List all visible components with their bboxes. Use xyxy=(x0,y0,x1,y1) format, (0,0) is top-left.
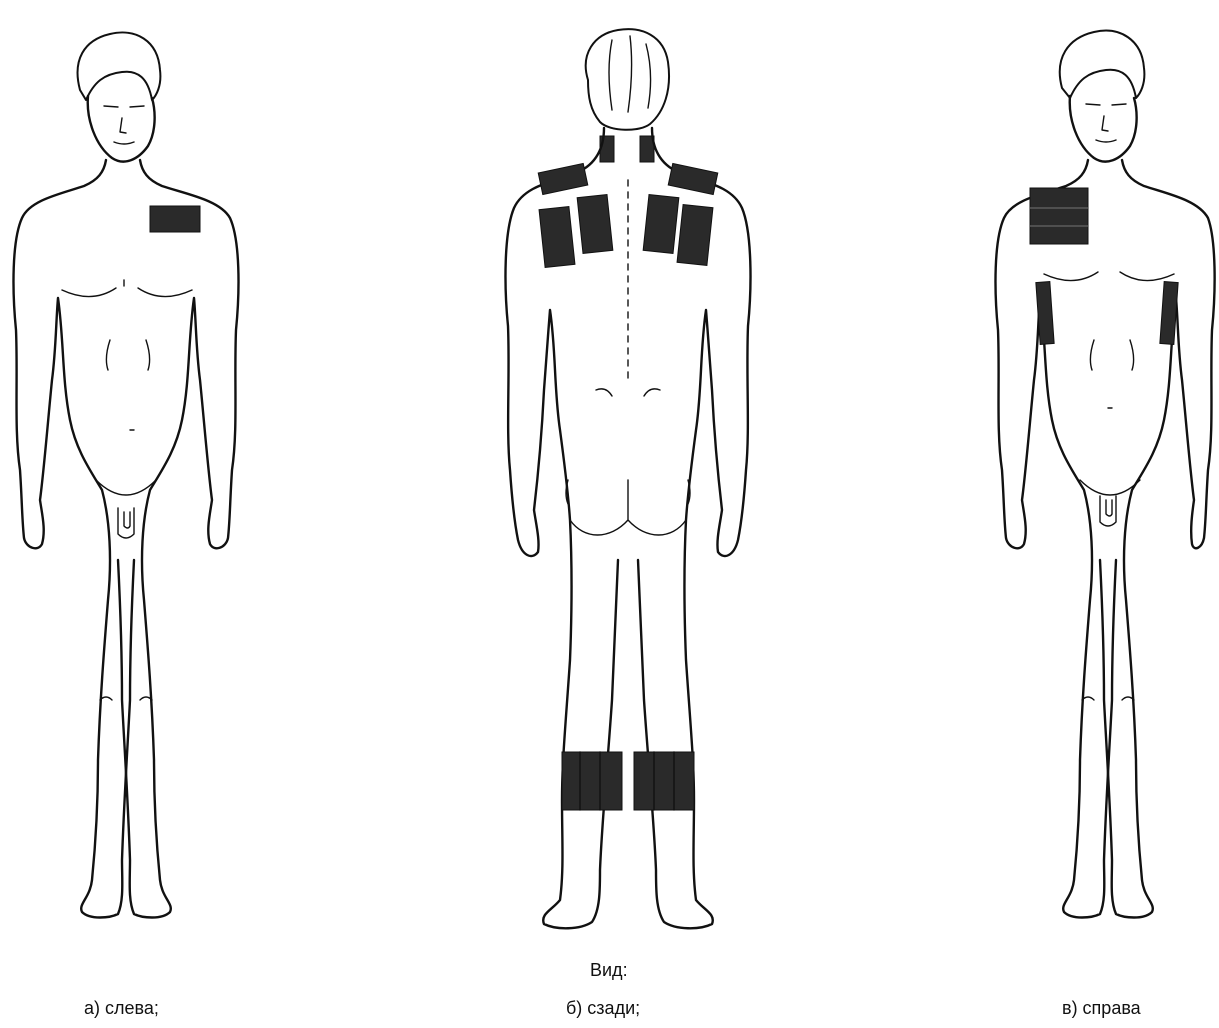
figure-b-calf-patch-left xyxy=(562,752,622,810)
figure-c-chest-patch xyxy=(1030,188,1088,244)
figure-c-hair xyxy=(1060,31,1145,98)
caption-right-view: в) справа xyxy=(1062,998,1141,1019)
figure-b-head xyxy=(586,29,669,130)
figure-c-head xyxy=(1070,96,1137,162)
figure-c-side-patch-right xyxy=(1160,282,1178,345)
caption-common: Вид: xyxy=(590,960,628,981)
figure-b-calf-patch-right xyxy=(634,752,694,810)
figure-a-groin xyxy=(118,508,134,538)
figure-b-shoulder-patch-left xyxy=(538,163,588,194)
figure-a-torso xyxy=(14,160,134,918)
figure-right-view xyxy=(996,31,1215,918)
caption-back-view: б) сзади; xyxy=(566,998,640,1019)
figure-b-back-patch-2 xyxy=(577,195,613,254)
figure-b-back-patch-3 xyxy=(643,195,679,254)
figure-c-torso xyxy=(996,160,1116,918)
figure-c-groin xyxy=(1100,496,1116,526)
caption-left-view: а) слева; xyxy=(84,998,159,1019)
figure-b-back-patch-1 xyxy=(539,207,575,268)
figure-a-hair xyxy=(78,33,161,101)
figure-b-back-patch-4 xyxy=(677,205,713,266)
figure-a-chest-patch xyxy=(150,206,200,232)
figure-b-shoulder-patch-right xyxy=(668,163,718,194)
figure-back-view xyxy=(506,29,751,928)
figure-left-view xyxy=(14,33,239,918)
